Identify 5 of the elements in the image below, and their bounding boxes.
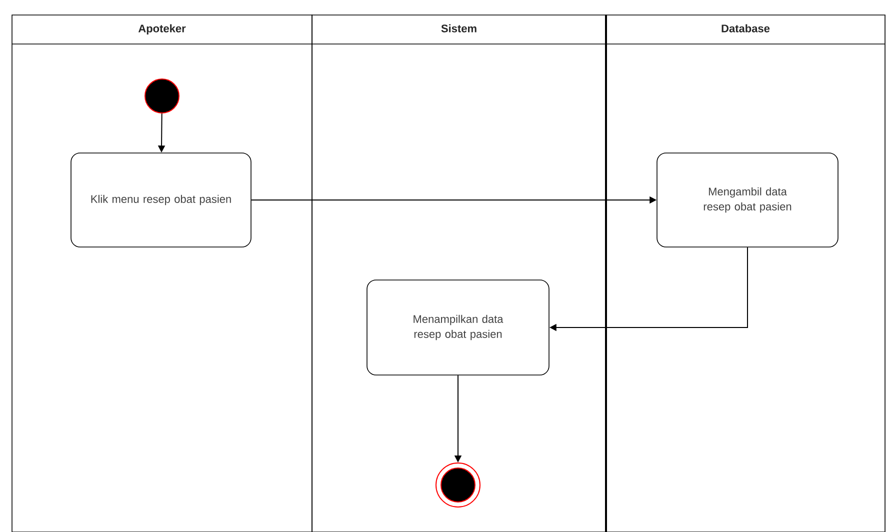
action-box: Mengambil data resep obat pasien [656,152,838,248]
action-box: Menampilkan data resep obat pasien [366,280,550,376]
end-node [436,462,480,508]
action-box: Klik menu resep obat pasien [70,152,252,248]
start-node [144,78,180,114]
